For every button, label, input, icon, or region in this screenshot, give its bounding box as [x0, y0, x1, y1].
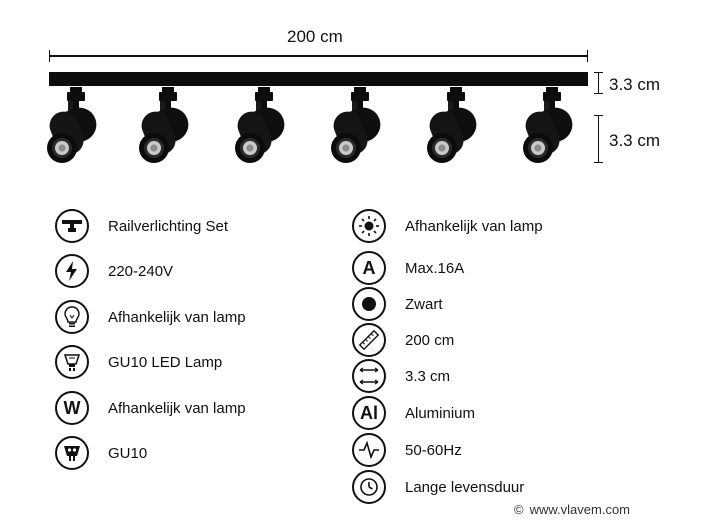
spot-height-label: 3.3 cm	[609, 131, 661, 150]
al-icon: Al	[352, 396, 386, 430]
spec-row-wattage: W Afhankelijk van lamp	[55, 390, 246, 426]
spec-label: Afhankelijk van lamp	[108, 308, 246, 326]
spec-row-length: 200 cm	[352, 322, 454, 358]
spec-label: Afhankelijk van lamp	[405, 217, 543, 235]
sun-icon	[352, 209, 386, 243]
spec-label: Aluminium	[405, 404, 476, 422]
spec-label: Afhankelijk van lamp	[108, 399, 246, 417]
color-dot-icon	[352, 287, 386, 321]
length-dimension-label: 200 cm	[287, 27, 343, 46]
spotlight-2	[137, 87, 197, 163]
website-watermark: © www.vlavem.com	[514, 502, 630, 517]
spec-label: Railverlichting Set	[108, 217, 229, 235]
gu10-socket-icon	[55, 436, 89, 470]
length-dimension-line	[49, 55, 588, 57]
spotlight-1	[45, 87, 105, 163]
spec-label: 220-240V	[108, 262, 174, 280]
spec-row-color: Zwart	[352, 286, 443, 322]
width-arrows-icon	[352, 359, 386, 393]
spec-row-material: Al Aluminium	[352, 395, 475, 431]
spec-label: GU10	[108, 444, 148, 462]
lightning-icon	[55, 254, 89, 288]
frequency-wave-icon	[352, 433, 386, 467]
website-url: www.vlavem.com	[529, 502, 631, 517]
spec-row-lifespan: Lange levensduur	[352, 469, 524, 505]
track-rail	[49, 72, 588, 86]
spec-label: Zwart	[405, 295, 443, 313]
spotlight-3	[233, 87, 293, 163]
rail-height-label: 3.3 cm	[609, 75, 661, 94]
track-light-product	[45, 72, 588, 163]
ampere-a-icon: A	[352, 251, 386, 285]
spot-height-line	[598, 115, 599, 163]
spec-label: 50-60Hz	[405, 441, 462, 459]
spec-label: 3.3 cm	[405, 367, 451, 385]
spec-row-width: 3.3 cm	[352, 358, 450, 394]
spot-height-tick-bottom	[594, 162, 603, 163]
spec-label: GU10 LED Lamp	[108, 353, 223, 371]
spec-row-bulb: Afhankelijk van lamp	[55, 299, 246, 335]
spec-row-light-output: Afhankelijk van lamp	[352, 208, 543, 244]
watt-w-icon: W	[55, 391, 89, 425]
ruler-icon	[352, 323, 386, 357]
spotlight-6	[521, 87, 581, 163]
spec-label: Lange levensduur	[405, 478, 525, 496]
spec-label: 200 cm	[405, 331, 455, 349]
spec-row-frequency: 50-60Hz	[352, 432, 462, 468]
rail-height-line	[598, 72, 599, 94]
gu10-bulb-icon	[55, 345, 89, 379]
spec-row-current: A Max.16A	[352, 250, 464, 286]
spec-row-product-type: Railverlichting Set	[55, 208, 228, 244]
bulb-icon	[55, 300, 89, 334]
copyright-symbol: ©	[514, 502, 524, 517]
rail-height-tick-top	[594, 72, 603, 73]
spot-height-tick-top	[594, 115, 603, 116]
spotlight-5	[425, 87, 485, 163]
length-dimension-tick-right	[587, 50, 588, 62]
spec-row-socket: GU10	[55, 435, 147, 471]
clock-icon	[352, 470, 386, 504]
spec-label: Max.16A	[405, 259, 465, 277]
rail-icon	[55, 209, 89, 243]
spec-row-voltage: 220-240V	[55, 253, 173, 289]
rail-height-tick-bottom	[594, 93, 603, 94]
spotlight-4	[329, 87, 389, 163]
length-dimension-tick-left	[49, 50, 50, 62]
spec-row-lamp-type: GU10 LED Lamp	[55, 344, 222, 380]
